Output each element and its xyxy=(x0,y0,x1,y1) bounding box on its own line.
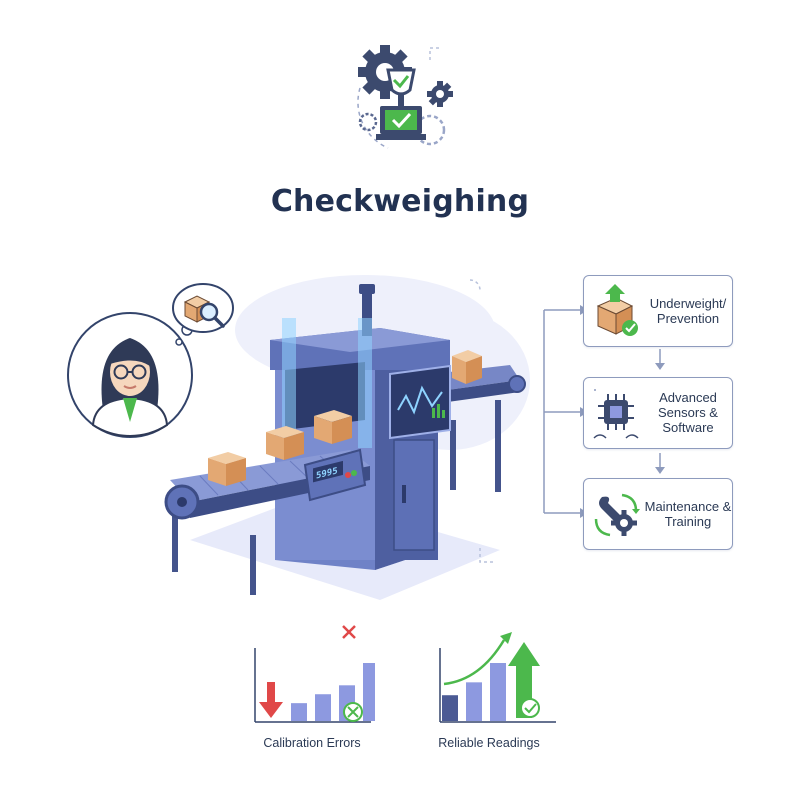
checkweighing-gear-scale-icon xyxy=(357,45,453,149)
reliable-readings-chart xyxy=(439,632,556,723)
box-4 xyxy=(452,350,482,384)
chip-sensor-icon xyxy=(593,389,639,439)
check-circle-icon xyxy=(520,698,540,718)
chart-label: Calibration Errors xyxy=(263,736,361,750)
branch-connector xyxy=(543,305,588,518)
card-label: Underweight/ Prevention xyxy=(649,296,727,326)
card-maintenance-training: Maintenance & Training xyxy=(583,478,733,550)
trend-curve xyxy=(443,639,506,686)
red-x-icon xyxy=(342,625,356,639)
page-title: Checkweighing xyxy=(270,184,530,219)
chart-bar xyxy=(291,703,307,721)
chart-label: Reliable Readings xyxy=(438,736,540,750)
box-3 xyxy=(314,410,352,444)
card-underweight-prevention: Underweight/ Prevention xyxy=(583,275,733,347)
card-advanced-sensors: Advanced Sensors & Software xyxy=(583,377,733,449)
chart-bar xyxy=(466,682,482,721)
chart-bar xyxy=(490,663,506,721)
wrench-gear-icon xyxy=(594,493,640,537)
card-label: Advanced Sensors & Software xyxy=(658,390,718,435)
operator-thinking-illustration xyxy=(67,283,234,438)
card-label: Maintenance & Training xyxy=(644,499,732,529)
card-link-arrows xyxy=(655,349,665,474)
calibration-errors-chart xyxy=(254,625,375,723)
box-2 xyxy=(266,426,304,460)
chart-bar xyxy=(363,663,375,721)
checkweigher-machine-illustration: 5995 xyxy=(164,275,530,600)
chart-bar xyxy=(442,695,458,721)
box-upload-check-icon xyxy=(596,284,638,336)
red-down-arrow-icon xyxy=(259,682,283,718)
box-1 xyxy=(208,452,246,486)
chart-bar xyxy=(315,694,331,721)
